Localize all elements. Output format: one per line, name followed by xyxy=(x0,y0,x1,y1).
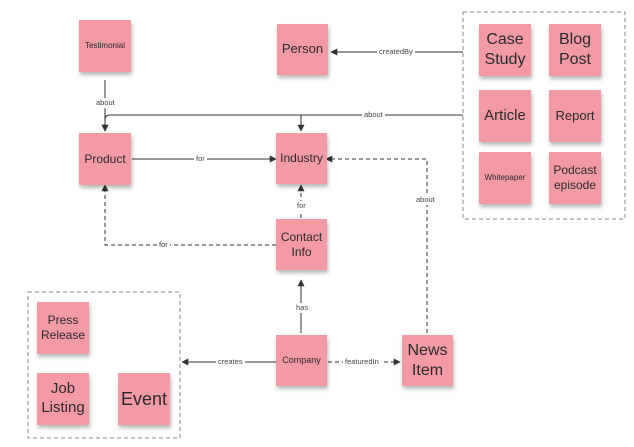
label-content-person: createdBy xyxy=(377,47,415,57)
content-types-group xyxy=(462,11,626,220)
label-news-industry: about xyxy=(414,195,437,205)
edge-content-product xyxy=(101,114,463,132)
note-case-study[interactable]: Case Study xyxy=(479,24,531,76)
note-person[interactable]: Person xyxy=(277,24,328,75)
note-event[interactable]: Event xyxy=(118,373,170,425)
label-company-news: featuredIn xyxy=(343,357,381,367)
note-article[interactable]: Article xyxy=(479,90,531,142)
company-outputs-group xyxy=(27,291,181,439)
note-blog-post[interactable]: Blog Post xyxy=(549,24,601,76)
label-contact-product: for xyxy=(157,240,170,250)
note-testimonial[interactable]: Testimonial xyxy=(79,20,131,72)
note-news-item[interactable]: News Item xyxy=(402,335,453,386)
label-company-contact: has xyxy=(294,303,311,313)
note-company[interactable]: Company xyxy=(276,335,327,386)
label-content-product: about xyxy=(362,110,385,120)
note-whitepaper[interactable]: Whitepaper xyxy=(479,152,531,204)
note-press-release[interactable]: Press Release xyxy=(37,302,89,354)
note-contact-info[interactable]: Contact Info xyxy=(276,219,327,270)
edge-news-industry xyxy=(325,155,428,333)
label-company-group: creates xyxy=(216,357,245,367)
note-product[interactable]: Product xyxy=(79,133,131,185)
note-job-listing[interactable]: Job Listing xyxy=(37,373,89,425)
note-industry[interactable]: Industry xyxy=(276,133,327,184)
label-product-industry: for xyxy=(194,154,207,164)
label-contact-industry: for xyxy=(295,201,308,211)
label-testimonial-product: about xyxy=(94,98,117,108)
edge-contact-product xyxy=(101,184,276,246)
note-podcast-episode[interactable]: Podcast episode xyxy=(549,152,601,204)
note-report[interactable]: Report xyxy=(549,90,601,142)
